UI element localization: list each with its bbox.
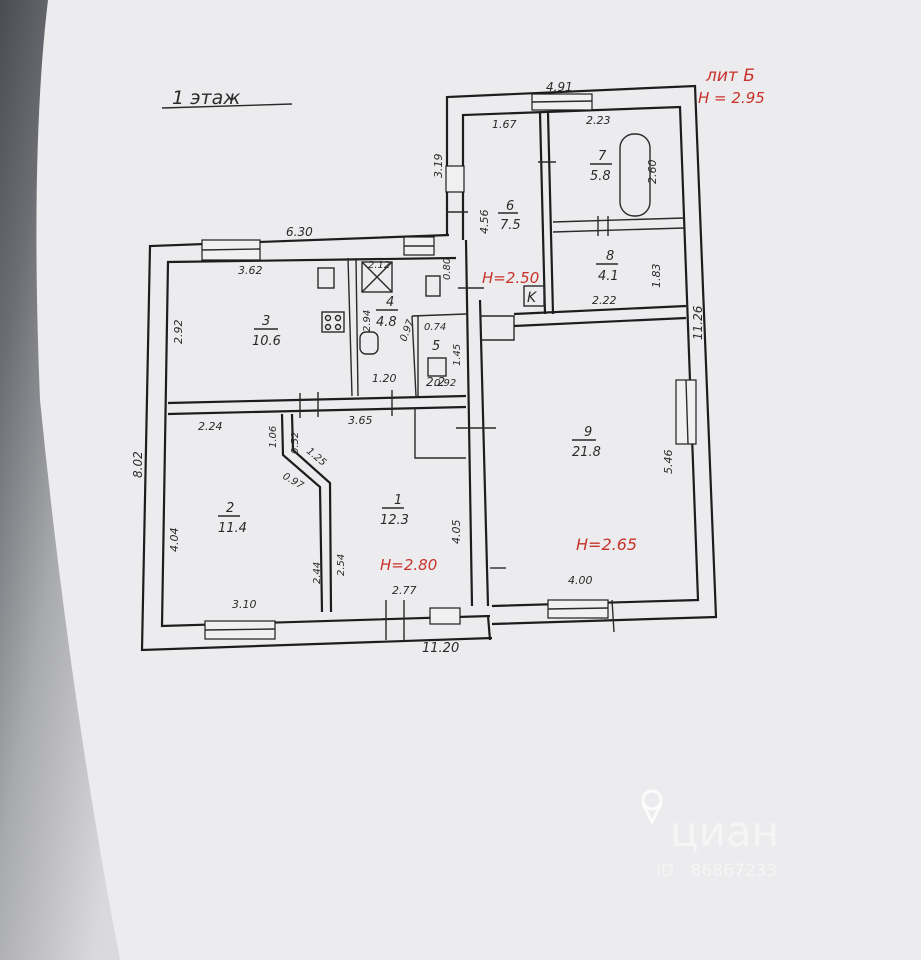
height-left-block: H=2.80: [380, 556, 437, 574]
dim-partition-b: 0.52: [290, 432, 301, 454]
dim-r2-bottom: 3.10: [232, 598, 257, 611]
floor-title: 1 этаж: [172, 87, 240, 109]
outer-walls: [140, 84, 718, 652]
height-kitchen: H=2.50: [482, 269, 539, 287]
room-5-number: 5: [432, 339, 440, 354]
room-8-area: 4.1: [598, 269, 619, 284]
dim-r7-width: 2.23: [586, 114, 611, 127]
room-3-number: 3: [262, 314, 270, 329]
dim-r3-width: 3.62: [238, 264, 263, 277]
dim-r5-side: 1.45: [452, 344, 463, 366]
dim-partition-a: 1.06: [268, 426, 279, 448]
title-underline: [161, 103, 293, 109]
dim-r4-side: 2.94: [362, 310, 373, 332]
room-5-area: 2.2: [426, 375, 445, 389]
room-9-number: 9: [584, 425, 592, 440]
liter-height: H = 2.95: [698, 89, 765, 107]
dim-r3-height: 2.92: [172, 320, 185, 345]
room-4-number: 4: [386, 295, 394, 310]
dim-r4-bottom: 1.20: [372, 372, 397, 385]
watermark-id: ID : 86867233: [656, 861, 777, 881]
dim-r6-height: 4.56: [478, 210, 491, 235]
room-6-number: 6: [506, 199, 514, 214]
dim-r2-top: 2.24: [198, 420, 223, 433]
dim-small: 0.80: [442, 258, 453, 280]
dim-partition-f: 2.54: [336, 554, 347, 576]
height-right-block: H=2.65: [576, 535, 637, 554]
toilet-icon: [359, 331, 379, 355]
dim-r4-top: 2.12: [368, 260, 390, 271]
dim-r5-top: 0.74: [424, 322, 446, 333]
dim-bottom-width: 11.20: [422, 641, 459, 656]
watermark: циан ID : 86867233: [641, 789, 779, 881]
room-1-area: 12.3: [380, 513, 409, 528]
bathtub-icon: [619, 133, 651, 217]
kitchen-marker-box: [523, 285, 545, 307]
fixtures: K: [299, 133, 651, 640]
dim-left-height: 8.02: [131, 451, 145, 478]
dim-partition-e: 2.44: [312, 562, 323, 584]
watermark-brand: циан: [670, 807, 779, 856]
water-heater-icon: [361, 261, 393, 293]
dim-r9-bottom: 4.00: [568, 574, 593, 587]
room-9-area: 21.8: [572, 445, 601, 460]
room-7-area: 5.8: [590, 169, 611, 184]
paper: [36, 0, 921, 960]
room-2-area: 11.4: [218, 521, 247, 536]
dim-r8-width: 2.22: [592, 294, 617, 307]
dimension-labels: 4.91 6.30 11.20 8.02 11.26 3.19 1.67 4.5…: [131, 80, 705, 656]
dim-r1-top: 3.65: [348, 414, 373, 427]
dim-r7-height: 2.60: [646, 160, 659, 185]
sink-icon: [317, 267, 335, 289]
room-7-number: 7: [598, 149, 607, 164]
room-4-area: 4.8: [376, 315, 397, 330]
kitchen-marker: K: [527, 290, 538, 306]
room-labels: 3 10.6 4 4.8 5 2.2 6 7.5 7 5.8 8 4.1 9 2…: [218, 149, 619, 536]
dim-r5-bottom: 0.92: [434, 378, 456, 389]
room-2-number: 2: [226, 501, 234, 516]
dim-r8-height: 1.83: [650, 264, 663, 289]
dim-right-height: 11.26: [691, 305, 705, 340]
dim-r6-width: 1.67: [492, 118, 517, 131]
dim-r9-height: 5.46: [662, 450, 675, 475]
partitions: [167, 112, 687, 613]
room-8-number: 8: [606, 249, 614, 264]
room-1-number: 1: [394, 493, 402, 508]
dim-annex-height: 3.19: [432, 154, 445, 179]
watermark-pin-icon: [641, 789, 663, 811]
room-3-area: 10.6: [252, 334, 281, 349]
dim-r1-height: 4.05: [450, 520, 463, 545]
dim-r1-bottom: 2.77: [392, 584, 417, 597]
windows: [201, 93, 697, 640]
dim-top-left-width: 6.30: [286, 225, 313, 239]
dim-top-right-width: 4.91: [546, 80, 573, 94]
stove-icon: [321, 311, 345, 333]
room-6-area: 7.5: [500, 218, 521, 233]
dim-r2-height: 4.04: [168, 528, 181, 553]
liter-label: лит Б: [705, 66, 755, 86]
washbasin-icon: [427, 357, 447, 377]
